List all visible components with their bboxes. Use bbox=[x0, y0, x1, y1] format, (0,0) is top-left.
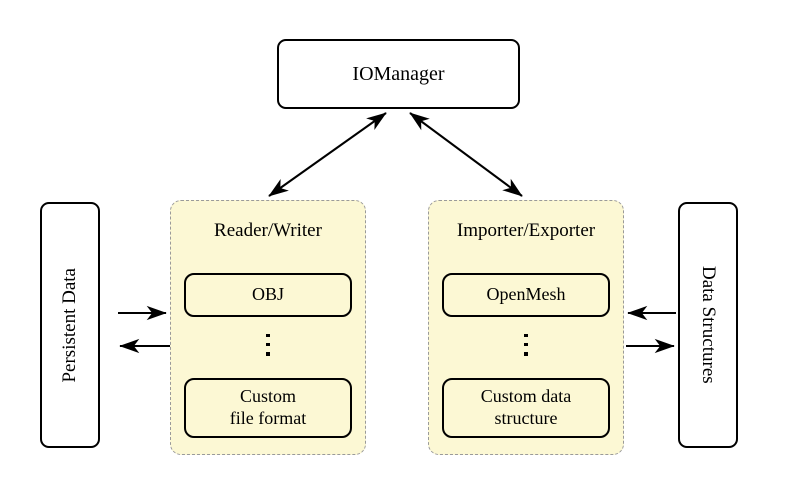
node-data-structures[interactable]: Data Structures bbox=[678, 202, 738, 448]
custom-data-structure-line2: structure bbox=[494, 408, 558, 428]
custom-file-format-line2: file format bbox=[229, 408, 307, 428]
panel-reader-writer-title: Reader/Writer bbox=[214, 220, 322, 241]
panel-importer-exporter[interactable]: Importer/Exporter OpenMesh Custom data s… bbox=[428, 200, 624, 455]
node-custom-data-structure[interactable]: Custom data structure bbox=[442, 378, 610, 438]
edge-iomanager-reader-writer bbox=[268, 112, 387, 197]
node-iomanager[interactable]: IOManager bbox=[277, 39, 520, 109]
node-obj[interactable]: OBJ bbox=[184, 273, 352, 317]
vertical-dots-icon bbox=[171, 334, 365, 356]
panel-importer-exporter-title: Importer/Exporter bbox=[456, 220, 596, 241]
node-openmesh-label: OpenMesh bbox=[486, 284, 566, 305]
data-structures-label: Data Structures bbox=[698, 266, 719, 384]
custom-file-format-line1: Custom bbox=[239, 386, 296, 407]
node-custom-file-format[interactable]: Custom file format bbox=[184, 378, 352, 438]
persistent-data-label: Persistent Data bbox=[59, 267, 80, 383]
node-openmesh[interactable]: OpenMesh bbox=[442, 273, 610, 317]
node-persistent-data[interactable]: Persistent Data bbox=[40, 202, 100, 448]
node-custom-file-format-label: Custom file format bbox=[230, 386, 306, 430]
node-obj-label: OBJ bbox=[251, 284, 284, 305]
node-custom-data-structure-label: Custom data structure bbox=[481, 386, 572, 430]
panel-reader-writer[interactable]: Reader/Writer OBJ Custom file format bbox=[170, 200, 366, 455]
iomanager-label: IOManager bbox=[352, 62, 445, 85]
vertical-dots-icon bbox=[429, 334, 623, 356]
custom-data-structure-line1: Custom data bbox=[480, 386, 572, 407]
edge-iomanager-importer-exporter bbox=[409, 112, 523, 197]
